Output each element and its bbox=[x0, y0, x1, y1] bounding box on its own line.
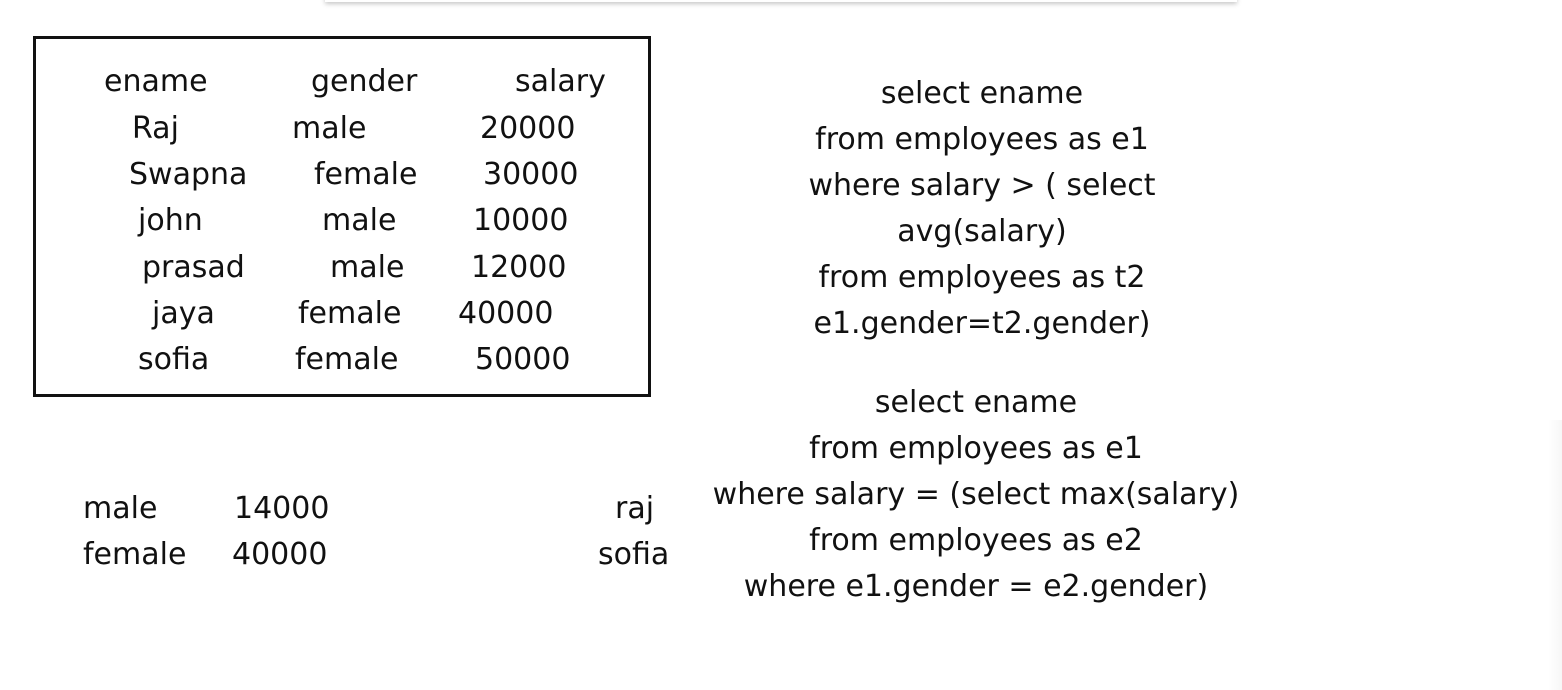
query-2-text: select ename from employees as e1 where … bbox=[696, 380, 1256, 610]
table-header-salary: salary bbox=[515, 64, 606, 99]
table-cell-ename: jaya bbox=[152, 296, 215, 331]
query-line: from employees as e1 bbox=[809, 431, 1143, 466]
query-line: from employees as t2 bbox=[818, 260, 1146, 295]
table-cell-ename: sofia bbox=[138, 342, 210, 377]
table-cell-salary: 30000 bbox=[483, 157, 579, 192]
table-cell-salary: 50000 bbox=[475, 342, 571, 377]
table-cell-gender: female bbox=[295, 342, 399, 377]
query-line: e1.gender=t2.gender) bbox=[813, 306, 1151, 341]
table-cell-gender: female bbox=[314, 157, 418, 192]
query-line: where salary > ( select bbox=[808, 168, 1156, 203]
employees-table-frame bbox=[33, 36, 651, 397]
table-cell-ename: Raj bbox=[132, 111, 179, 146]
gender-avg-value: 14000 bbox=[234, 491, 330, 526]
query-line: select ename bbox=[874, 385, 1078, 420]
query-1-text: select ename from employees as e1 where … bbox=[782, 71, 1182, 347]
gender-avg-label: male bbox=[83, 491, 158, 526]
table-cell-ename: prasad bbox=[142, 250, 245, 285]
table-header-gender: gender bbox=[311, 64, 418, 99]
table-cell-gender: female bbox=[298, 296, 402, 331]
result-name: sofia bbox=[598, 537, 670, 572]
table-cell-salary: 12000 bbox=[471, 250, 567, 285]
table-cell-ename: Swapna bbox=[129, 157, 248, 192]
table-cell-salary: 40000 bbox=[458, 296, 554, 331]
query-line: avg(salary) bbox=[897, 214, 1067, 249]
query-line: from employees as e1 bbox=[815, 122, 1149, 157]
query-line: where e1.gender = e2.gender) bbox=[743, 569, 1209, 604]
result-name: raj bbox=[615, 491, 655, 526]
table-cell-gender: male bbox=[330, 250, 405, 285]
top-panel-shadow bbox=[325, 0, 1237, 2]
table-cell-salary: 20000 bbox=[480, 111, 576, 146]
table-cell-salary: 10000 bbox=[473, 203, 569, 238]
table-header-ename: ename bbox=[104, 64, 208, 99]
query-line: from employees as e2 bbox=[809, 523, 1143, 558]
table-cell-gender: male bbox=[292, 111, 367, 146]
query-line: where salary = (select max(salary) bbox=[712, 477, 1240, 512]
table-cell-ename: john bbox=[138, 203, 203, 238]
gender-avg-value: 40000 bbox=[232, 537, 328, 572]
query-line: select ename bbox=[880, 76, 1084, 111]
right-edge-shadow bbox=[1548, 420, 1562, 690]
table-cell-gender: male bbox=[322, 203, 397, 238]
gender-avg-label: female bbox=[83, 537, 187, 572]
